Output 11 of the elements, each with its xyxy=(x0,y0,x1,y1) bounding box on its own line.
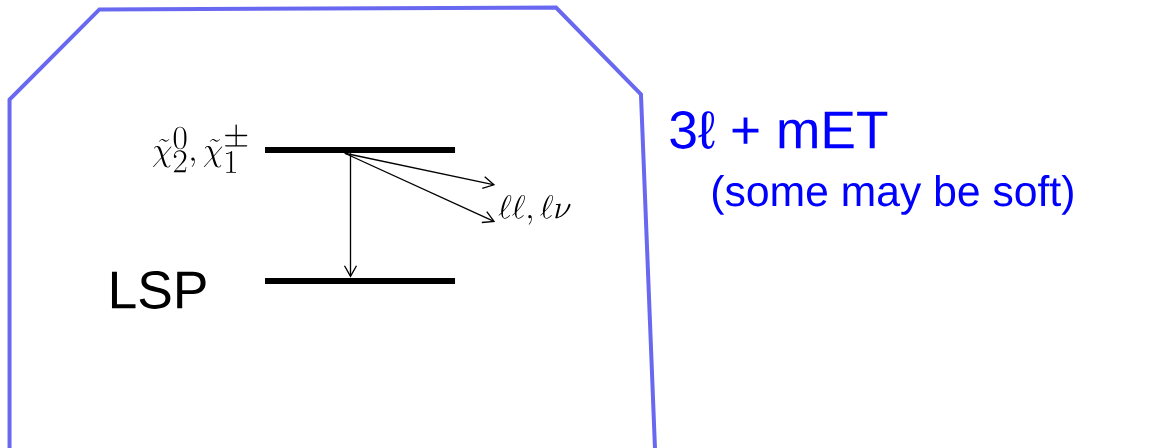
signature-label: 3ℓ + mET xyxy=(670,111,888,149)
note-label: (some may be soft) xyxy=(712,175,1073,215)
arrow xyxy=(344,152,496,190)
decay-products-label: $\ell\ell, \ell\nu$ xyxy=(498,194,571,225)
panel-outline xyxy=(7,5,657,448)
energy-level-bar xyxy=(265,147,456,153)
particle-label: $\tilde{\chi}^{0}_{2}, \tilde{\chi}^{\pm}_{1}$ xyxy=(153,124,248,173)
arrow xyxy=(343,152,358,278)
arrow xyxy=(344,152,496,224)
energy-level-bar xyxy=(265,278,456,285)
level-label: LSP xyxy=(112,271,206,309)
